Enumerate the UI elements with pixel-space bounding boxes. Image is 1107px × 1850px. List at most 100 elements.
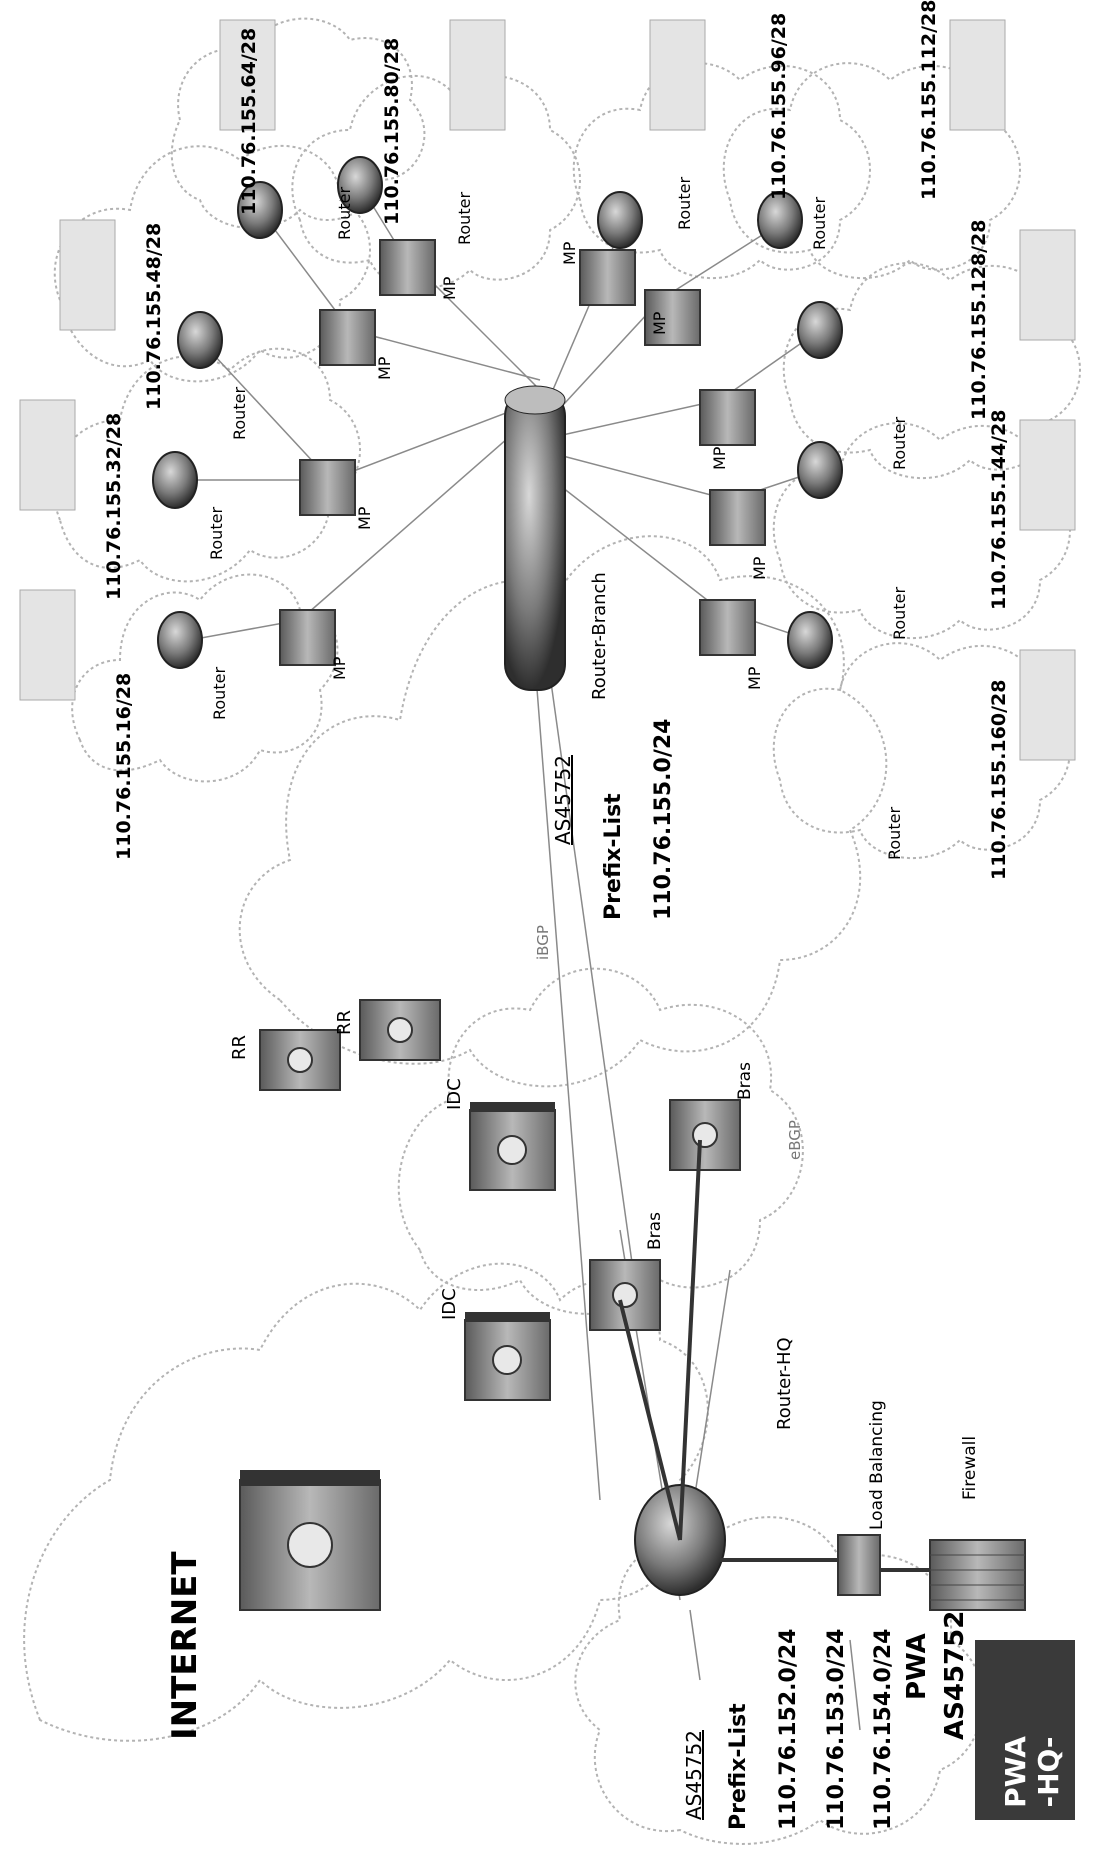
mp-device-icon (319, 309, 376, 366)
ebgp-label: eBGP (786, 1120, 804, 1160)
branch-cloud (238, 535, 888, 1088)
mp-device-icon (709, 489, 766, 546)
bras-label: Bras (645, 1212, 665, 1250)
router-label: Router (890, 587, 909, 640)
mp-device-icon (579, 249, 636, 306)
mp-device-icon (699, 599, 756, 656)
branch-as-heading: AS45752 (551, 755, 575, 845)
hq-as-heading: AS45752 (682, 1730, 706, 1820)
firewall-icon (929, 1539, 1026, 1611)
hq-badge (975, 1640, 1075, 1820)
branch-prefix: 110.76.155.0/24 (651, 719, 676, 921)
hq-badge-line2: -HQ- (1032, 1737, 1065, 1808)
subnet-cloud-96 (572, 62, 871, 280)
subnet-cloud-144 (772, 422, 1071, 640)
mp-label: MP (750, 556, 769, 580)
internet-label: INTERNET (165, 1551, 205, 1740)
mp-devices (279, 239, 766, 666)
mp-device-icon (279, 609, 336, 666)
router-label: Router (890, 417, 909, 470)
branch-prefix-heading: Prefix-List (601, 793, 626, 920)
mp-labels: MP MP MP MP MP MP MP MP MP (330, 241, 769, 690)
subnet-label: 110.76.155.112/28 (918, 0, 940, 200)
rr-server-icon (359, 999, 441, 1061)
router-labels: Router Router Router Router Router Route… (207, 177, 909, 860)
router-label: Router (210, 667, 229, 720)
subnet-cloud-80 (291, 74, 581, 290)
mp-label: MP (560, 241, 579, 265)
subnet-labels: 110.76.155.16/28 110.76.155.32/28 110.76… (103, 0, 1010, 880)
router-icon (152, 451, 198, 509)
building-icon (1019, 229, 1076, 341)
subnet-label: 110.76.155.160/28 (988, 680, 1010, 880)
internet-server-icon (239, 1470, 381, 1611)
router-icon (237, 181, 283, 239)
router-label: Router (207, 507, 226, 560)
router-label: Router (810, 197, 829, 250)
rr-label: RR (229, 1035, 250, 1060)
building-icon (59, 219, 116, 331)
router-branch-icon (504, 385, 566, 691)
router-label: Router (675, 177, 694, 230)
subnet-label: 110.76.155.96/28 (768, 13, 790, 200)
router-icon (797, 441, 843, 499)
hq-prefix-1: 110.76.152.0/24 (776, 1629, 801, 1831)
subnet-label: 110.76.155.144/28 (988, 410, 1010, 610)
rr-label: RR (334, 1010, 355, 1035)
subnet-cloud-128 (782, 262, 1081, 480)
router-icon (337, 156, 383, 214)
building-icon (949, 19, 1006, 131)
router-label: Router (455, 192, 474, 245)
hq-badge-line1: PWA (999, 1736, 1032, 1808)
building-icon (1019, 649, 1076, 761)
subnet-cloud-16 (71, 573, 339, 783)
router-icon (797, 301, 843, 359)
mp-label: MP (710, 446, 729, 470)
subnet-cloud-32 (52, 347, 361, 583)
hq-prefix-3: 110.76.154.0/24 (871, 1629, 896, 1831)
internet-cloud (23, 1262, 709, 1742)
router-label: Router (230, 387, 249, 440)
mp-label: MP (330, 656, 349, 680)
bras-server-icon (669, 1099, 741, 1171)
subnet-label: 110.76.155.32/28 (103, 413, 125, 600)
mp-device-icon (699, 389, 756, 446)
subnet-cloud-112 (722, 62, 1021, 280)
hq-cloud (574, 1516, 984, 1845)
firewall-label: Firewall (960, 1436, 980, 1500)
router-label: Router (335, 187, 354, 240)
building-icon (449, 19, 506, 131)
idc-server-icon (464, 1312, 551, 1401)
hq-pwa-line2: AS45752 (940, 1611, 970, 1740)
mp-label: MP (745, 666, 764, 690)
rr-server-icon (259, 1029, 341, 1091)
building-icon (19, 399, 76, 511)
subnet-label: 110.76.155.80/28 (381, 38, 403, 225)
idc-label: IDC (439, 1288, 460, 1320)
idc-label: IDC (444, 1078, 465, 1110)
mp-device-icon (299, 459, 356, 516)
router-icon (597, 191, 643, 249)
hq-prefix-2: 110.76.153.0/24 (824, 1629, 849, 1831)
building-icon (1019, 419, 1076, 531)
mp-device-icon (379, 239, 436, 296)
router-icon (157, 611, 203, 669)
router-label: Router (885, 807, 904, 860)
subnet-cloud-160 (772, 642, 1071, 860)
subnet-label: 110.76.155.128/28 (968, 220, 990, 420)
building-blocks (19, 19, 1076, 761)
load-balancer-icon (837, 1534, 881, 1596)
subnet-label: 110.76.155.64/28 (238, 28, 260, 215)
subnet-routers (152, 156, 843, 669)
router-icon (177, 311, 223, 369)
building-icon (219, 19, 276, 131)
idc-server-icon (469, 1102, 556, 1191)
hq-pwa-line1: PWA (902, 1633, 932, 1700)
router-icon (757, 191, 803, 249)
mp-label: MP (355, 506, 374, 530)
router-icon (787, 611, 833, 669)
router-branch-label: Router-Branch (589, 572, 610, 700)
mp-label: MP (650, 311, 669, 335)
